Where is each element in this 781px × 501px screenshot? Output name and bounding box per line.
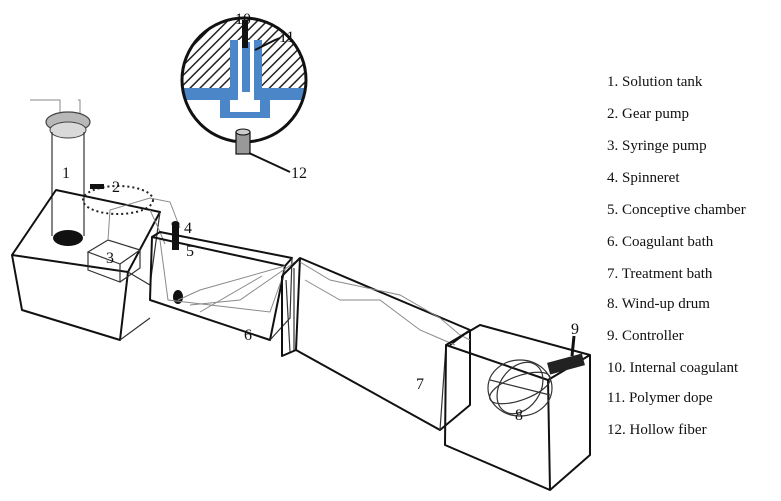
pointer-11 (254, 37, 281, 51)
legend-item: 4. Spinneret (607, 170, 680, 186)
legend-item: 7. Treatment bath (607, 266, 713, 282)
callout-3: 3 (106, 250, 114, 267)
wind-up-unit (444, 324, 591, 491)
callout-2: 2 (112, 179, 120, 196)
legend-item: 12. Hollow fiber (607, 422, 707, 438)
syringe-pump (86, 197, 181, 283)
callout-9: 9 (571, 321, 579, 338)
callout-12: 12 (291, 165, 307, 182)
coagulant-bath (149, 221, 296, 341)
callout-11: 11 (279, 29, 294, 46)
tank-bottom (53, 230, 83, 246)
legend-item: 6. Coagulant bath (607, 234, 714, 250)
legend-item: 1. Solution tank (607, 74, 703, 90)
legend-item: 5. Conceptive chamber (607, 202, 746, 218)
callout-4: 4 (184, 220, 192, 237)
legend-item: 2. Gear pump (607, 106, 689, 122)
callout-8: 8 (515, 407, 523, 424)
legend-item: 9. Controller (607, 328, 684, 344)
needle-icon (242, 20, 248, 48)
treatment-bath (281, 257, 471, 431)
callout-6: 6 (244, 327, 252, 344)
solution-tank (11, 99, 161, 341)
legend-item: 11. Polymer dope (607, 390, 713, 406)
gear-pump (82, 184, 154, 215)
legend-item: 10. Internal coagulant (607, 360, 739, 376)
callout-labels: 10 11 12 1 2 3 4 5 6 7 8 9 (62, 11, 579, 424)
wind-up-drum-icon (487, 359, 553, 417)
callout-10: 10 (235, 11, 251, 28)
gear-pump-icon (90, 184, 104, 189)
callout-1: 1 (62, 165, 70, 182)
legend: 1. Solution tank 2. Gear pump 3. Syringe… (607, 74, 746, 438)
callout-7: 7 (416, 376, 424, 393)
controller-icon (547, 335, 585, 375)
callout-5: 5 (186, 243, 194, 260)
spinneret-icon (172, 224, 179, 250)
legend-item: 8. Wind-up drum (607, 296, 710, 312)
legend-item: 3. Syringe pump (607, 138, 707, 154)
